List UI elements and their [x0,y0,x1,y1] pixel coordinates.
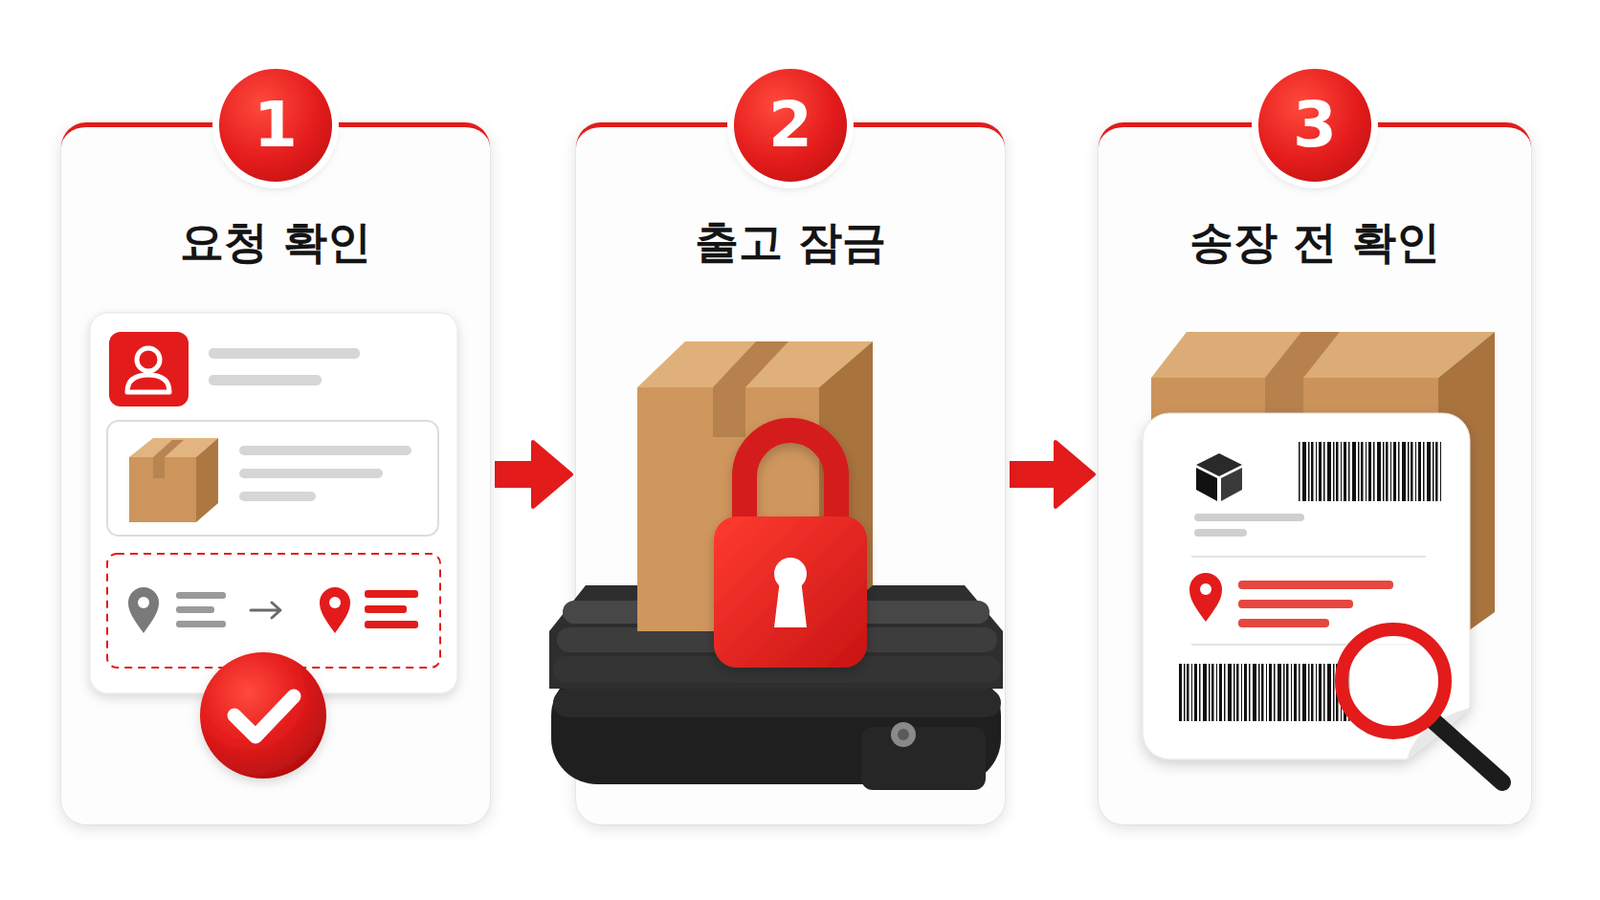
conveyor-belt [549,585,1003,791]
step-card: 출고 잠금2 [576,122,1005,825]
shipping-label [1142,413,1470,760]
padlock [713,430,867,668]
step-card: 송장 전 확인3 [1098,122,1532,825]
magnifier [1341,629,1503,783]
step-number-badge: 1 [219,68,333,182]
form-panel [89,312,458,694]
step-number: 2 [768,93,813,157]
flow-arrow [494,442,572,508]
cardboard-box [637,341,873,632]
check-badge [200,652,327,779]
arrow-head [533,442,572,508]
step-number: 1 [253,93,298,157]
step-title: 송장 전 확인 [1098,216,1532,269]
step-number-badge: 3 [1258,68,1372,182]
step-number: 3 [1292,93,1337,157]
arrow-shaft [494,461,535,489]
step-number-badge: 2 [733,68,847,182]
step-card: 요청 확인1 [61,122,490,825]
cardboard-box [1151,332,1495,653]
step-title: 출고 잠금 [576,216,1005,269]
label-contents [1178,442,1443,722]
arrow-head [1055,442,1094,508]
step-title: 요청 확인 [61,216,490,269]
flow-arrow [1009,442,1094,508]
arrow-shaft [1009,461,1058,489]
